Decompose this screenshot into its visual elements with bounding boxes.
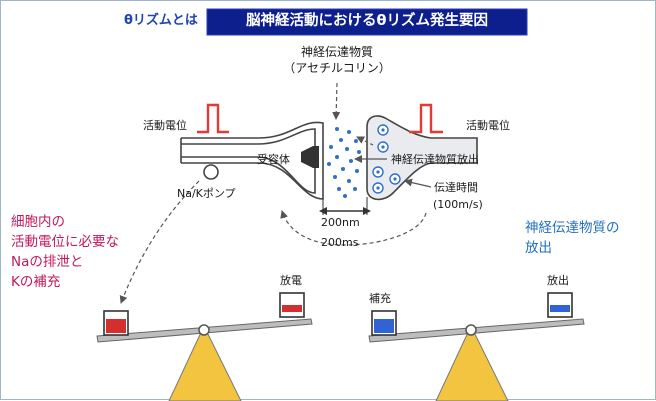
pump-to-balance-arrow xyxy=(119,180,200,304)
na-k-pump-icon xyxy=(203,164,219,180)
action-potential-label-left: 活動電位 xyxy=(143,119,187,132)
transmitter-sub-label: （アセチルコリン） xyxy=(283,61,391,75)
left-neuron-outline-inner xyxy=(181,128,316,194)
cycle-time-label: 200ms xyxy=(321,236,359,249)
replenish-label: 補充 xyxy=(369,292,391,305)
release-direction-arrow xyxy=(356,136,374,146)
transmission-time-label: 伝達時間 xyxy=(434,181,478,194)
left-explanation-line-1: 細胞内の xyxy=(11,214,65,230)
transmission-time-arrow xyxy=(404,178,432,188)
release-beaker-label: 放出 xyxy=(547,274,569,287)
gap-distance-label: 200nm xyxy=(321,216,360,229)
right-action-potential-pulse xyxy=(409,103,443,134)
page-title: 脳神経活動におけるθリズム発生要因 xyxy=(246,13,488,29)
left-explanation-line-2: 活動電位に必要な xyxy=(11,234,119,250)
left-pivot xyxy=(198,324,210,336)
discharge-label: 放電 xyxy=(280,274,302,287)
action-potential-label-right: 活動電位 xyxy=(466,119,510,132)
transmission-time-value: (100m/s) xyxy=(433,198,483,211)
left-action-potential-pulse xyxy=(197,103,229,134)
cycle-time-loop xyxy=(280,210,427,246)
transmitter-label-arrow xyxy=(332,82,341,120)
right-fulcrum xyxy=(435,324,509,401)
right-explanation-line-2: 放出 xyxy=(525,240,552,256)
left-fulcrum xyxy=(168,324,242,401)
left-explanation-line-4: Kの補充 xyxy=(11,274,61,290)
transmitter-label: 神経伝達物質 xyxy=(300,45,373,59)
receptor-icon xyxy=(301,146,313,168)
release-label: 神経伝達物質放出 xyxy=(391,153,479,166)
right-explanation-line-1: 神経伝達物質の xyxy=(525,220,620,236)
left-explanation-line-3: Naの排泄と xyxy=(11,254,84,270)
released-transmitter-dots xyxy=(327,127,361,198)
header-subtitle: θリズムとは xyxy=(124,13,198,28)
vesicles xyxy=(372,124,401,194)
receptor-label: 受容体 xyxy=(257,153,290,166)
right-pivot xyxy=(465,324,477,336)
title-banner xyxy=(206,8,528,36)
pump-label: Na/Kポンプ xyxy=(177,187,236,200)
